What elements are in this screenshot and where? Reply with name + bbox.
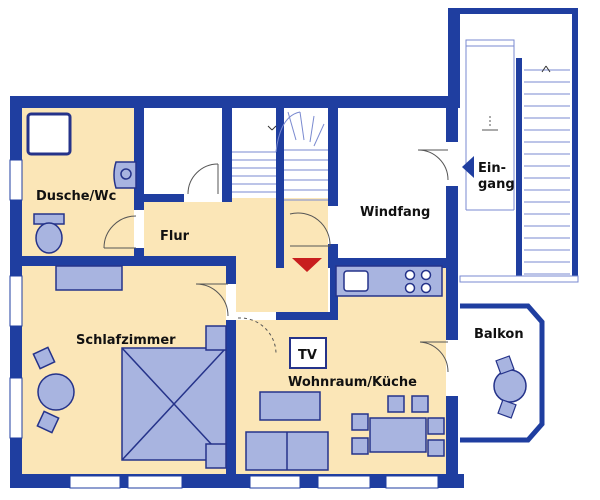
tv-stand: [289, 337, 327, 369]
dining-chair-4: [411, 395, 429, 413]
entrance-label-line1: Ein-: [478, 161, 506, 176]
dining-table: [369, 417, 427, 453]
stair-arrow: [267, 125, 277, 131]
shower-tray: [26, 112, 72, 156]
coffee-table: [259, 391, 321, 421]
wall-stair-right: [276, 108, 284, 268]
interior-stairs: [232, 111, 328, 201]
room-label-schlafzimmer: Schlafzimmer: [76, 333, 176, 348]
sink: [113, 161, 137, 189]
balcony: [460, 303, 545, 443]
wall-tower-left: [448, 8, 460, 108]
dining-chair-1: [351, 413, 369, 431]
sz-table: [37, 373, 75, 411]
dining-chair-5: [427, 417, 445, 435]
wall-schlaf-top: [22, 256, 236, 266]
tv-label: TV: [298, 348, 317, 363]
wall-stair-left: [222, 108, 232, 202]
wall-top-left: [10, 96, 458, 108]
entrance-label-line2: gang: [478, 177, 515, 192]
sz-chair-2: [36, 410, 60, 434]
wall-wohn-left: [330, 258, 338, 320]
room-label-wohnraum: Wohnraum/Küche: [288, 375, 417, 390]
nightstand-top: [205, 325, 227, 351]
wall-schlaf-right: [226, 256, 236, 476]
wall-windfang-bottom: [328, 258, 458, 268]
windows: [9, 159, 439, 489]
kitchen-sink: [343, 270, 369, 292]
room-label-flur: Flur: [160, 229, 190, 244]
nightstand-bottom: [205, 443, 227, 469]
wardrobe: [55, 265, 123, 291]
room-label-dusche: Dusche/Wc: [36, 189, 116, 204]
wall-windfang-left: [328, 108, 338, 268]
wall-dusche-right: [134, 108, 144, 258]
door-swings: [103, 149, 449, 373]
stair-up-arrow-icon: [541, 65, 551, 73]
door-gaps: [134, 142, 458, 396]
entrance-arrow-icon: [462, 156, 474, 178]
dining-chair-6: [427, 439, 445, 457]
sz-chair-1: [32, 346, 56, 370]
dining-chair-2: [351, 437, 369, 455]
exterior-stairs: [459, 8, 579, 283]
room-label-balkon: Balkon: [474, 327, 524, 342]
red-arrow-down-icon: [292, 258, 322, 272]
toilet-bowl: [35, 222, 63, 254]
room-label-windfang: Windfang: [360, 205, 430, 220]
furniture: [26, 112, 445, 471]
wall-flur-bottom: [236, 312, 336, 320]
dining-chair-3: [387, 395, 405, 413]
flur-floor: [138, 198, 328, 260]
flur-lower-floor: [232, 258, 328, 320]
labels: Dusche/Wc Flur Windfang Schlafzimmer Woh…: [36, 161, 524, 390]
